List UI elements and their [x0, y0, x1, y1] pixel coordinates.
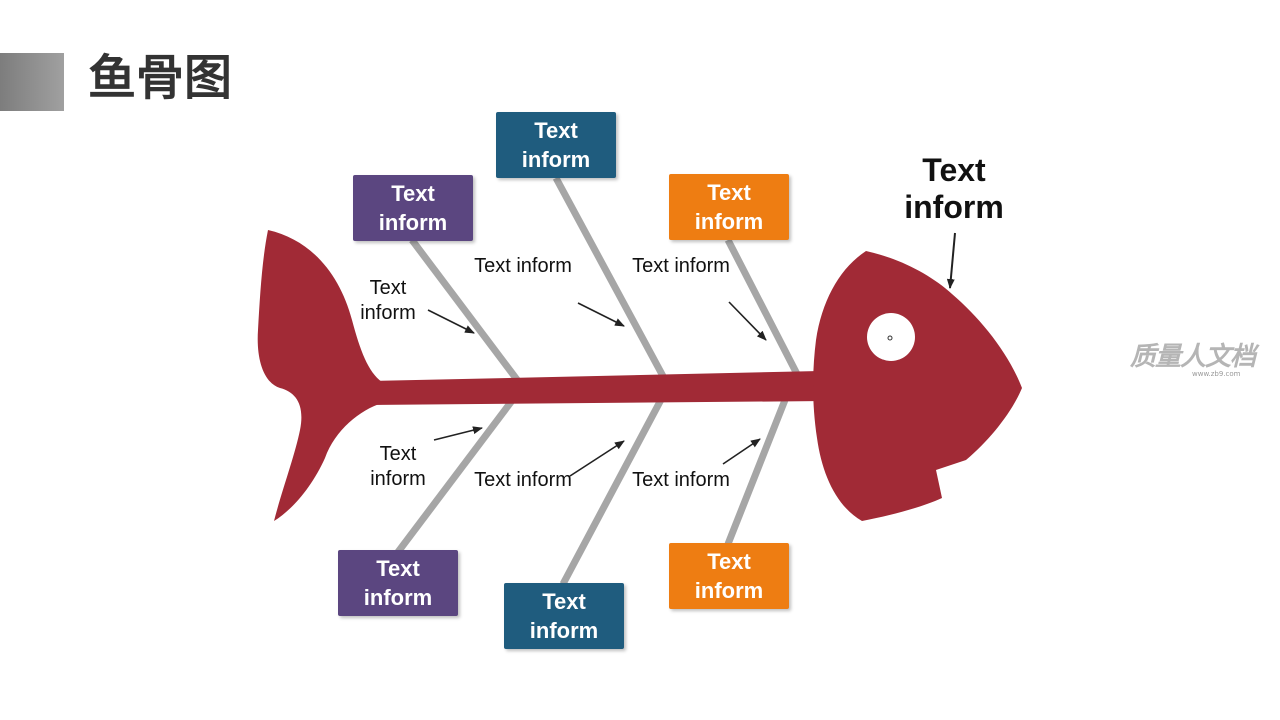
box-top-right: Text inform — [669, 174, 789, 240]
label-upper-3: Text inform — [632, 255, 730, 277]
label-lower-2: Text inform — [474, 469, 572, 491]
fish-eye — [867, 313, 915, 361]
box-bot-right-line1: Text — [707, 549, 751, 574]
page-title: 鱼骨图 — [88, 50, 233, 106]
box-top-mid: Text inform — [496, 112, 616, 178]
label-lower-1: Text inform — [356, 442, 440, 492]
box-top-left-line1: Text — [391, 181, 435, 206]
box-bot-left-line1: Text — [376, 556, 420, 581]
bones — [395, 176, 801, 586]
box-top-right-line1: Text — [707, 180, 751, 205]
head-label-line2: inform — [904, 189, 1004, 225]
bone-bot-mid — [559, 394, 667, 586]
arrows — [427, 232, 956, 477]
arrow-lower-3 — [722, 438, 761, 465]
box-bot-mid: Text inform — [504, 583, 624, 649]
box-bot-left-line2: inform — [363, 585, 433, 610]
bone-bot-left — [395, 395, 517, 555]
arrow-upper-3 — [728, 301, 767, 341]
box-top-right-line2: inform — [694, 209, 764, 234]
label-lower-3: Text inform — [632, 469, 730, 491]
box-top-mid-line1: Text — [534, 118, 578, 143]
fish-shape — [257, 230, 1022, 521]
label-upper-1: Text inform — [346, 276, 430, 326]
arrow-lower-1 — [433, 426, 483, 441]
head-label: Text inform — [894, 152, 1014, 226]
box-top-left-line2: inform — [378, 210, 448, 235]
bone-top-left — [409, 237, 521, 384]
arrow-upper-2 — [577, 302, 625, 327]
label-upper-2: Text inform — [474, 255, 572, 277]
bone-top-mid — [552, 176, 668, 380]
label-upper-1-line2: inform — [360, 302, 416, 324]
box-top-mid-line2: inform — [521, 147, 591, 172]
box-bot-right-line2: inform — [694, 578, 764, 603]
arrow-head-label — [946, 232, 956, 289]
watermark-brand: 质量人文档 — [1130, 342, 1256, 372]
fish-pupil — [887, 335, 893, 341]
fish-head — [813, 251, 1022, 521]
box-bot-mid-line2: inform — [529, 618, 599, 643]
label-lower-1-line1: Text — [379, 443, 417, 465]
label-lower-1-line2: inform — [370, 468, 426, 490]
bone-bot-right — [724, 398, 789, 546]
box-bot-left: Text inform — [338, 550, 458, 616]
title-accent-block — [0, 53, 64, 111]
box-bot-right: Text inform — [669, 543, 789, 609]
bone-top-right — [724, 238, 801, 376]
fish-spine — [372, 371, 826, 405]
watermark-url: www.zb9.com — [1192, 370, 1241, 378]
arrow-upper-1 — [427, 309, 475, 334]
watermark-logo: 质量人文档 www.zb9.com — [1130, 343, 1270, 379]
box-bot-mid-line1: Text — [542, 589, 586, 614]
arrow-lower-2 — [569, 440, 625, 477]
head-label-line1: Text — [922, 152, 986, 188]
label-upper-1-line1: Text — [369, 277, 407, 299]
box-top-left: Text inform — [353, 175, 473, 241]
fish-tail — [257, 230, 382, 521]
